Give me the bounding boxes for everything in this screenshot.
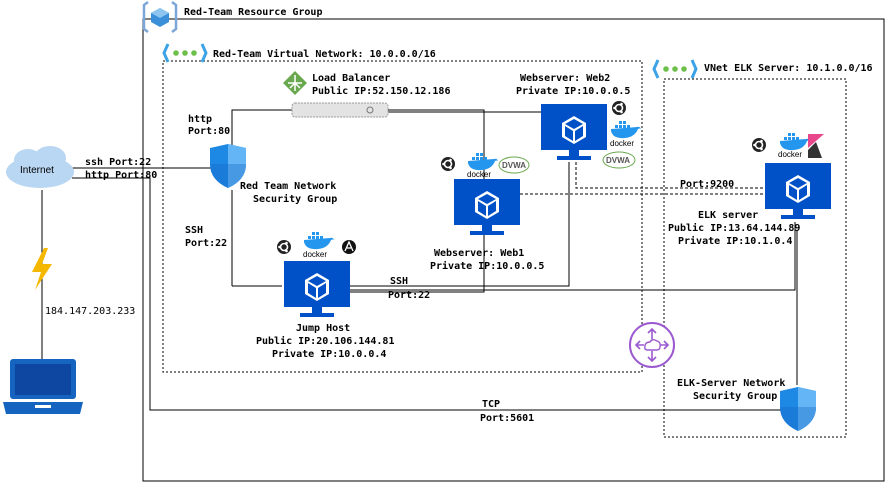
web2-docker-label: docker — [610, 139, 634, 148]
router-icon — [629, 322, 675, 368]
web1-server-icon — [454, 179, 520, 235]
jump-host-server-icon — [284, 261, 350, 317]
elk-vnet-label: VNet ELK Server: 10.1.0.0/16 — [704, 63, 873, 74]
internet-cloud-icon — [6, 146, 74, 188]
http-port80-label: http Port:80 — [85, 170, 157, 181]
resource-group-label: Red-Team Resource Group — [184, 7, 322, 18]
jump-host-name: Jump Host — [296, 323, 350, 334]
web1-name: Webserver: Web1 — [434, 248, 524, 259]
web1-docker-icon — [468, 153, 498, 171]
web1-dvwa-icon: DVWA — [498, 156, 530, 174]
ansible-icon — [342, 240, 356, 254]
port9200-label: Port:9200 — [680, 179, 734, 190]
ssh-label-2: SSH — [390, 276, 408, 287]
red-vnet-label: Red-Team Virtual Network: 10.0.0.0/16 — [213, 48, 436, 60]
jump-docker-icon — [304, 232, 334, 250]
elk-server-icon — [765, 163, 831, 219]
http-label: http — [188, 114, 212, 125]
elk-docker-label: docker — [778, 150, 802, 159]
elk-nsg-shield-icon — [780, 387, 816, 431]
lightning-bolt-icon — [32, 248, 52, 290]
port22-label-2: Port:22 — [388, 290, 430, 301]
web1-ubuntu-icon — [440, 156, 456, 172]
elk-vnet-icon — [652, 58, 698, 80]
jump-host-public-ip: Public IP:20.106.144.81 — [256, 335, 394, 347]
web2-ip: Private IP:10.0.0.5 — [516, 85, 630, 97]
elk-ubuntu-icon — [751, 137, 767, 153]
elk-server-name: ELK server — [698, 210, 758, 221]
load-balancer-name: Load Balancer — [312, 73, 390, 84]
elk-nsg-label-1: ELK-Server Network — [677, 378, 785, 389]
web1-ip: Private IP:10.0.0.5 — [430, 260, 544, 272]
port5601-label: Port:5601 — [480, 413, 534, 424]
kibana-icon — [808, 134, 824, 158]
red-vnet-icon — [162, 42, 208, 64]
load-balancer-device — [291, 102, 389, 118]
web2-name: Webserver: Web2 — [520, 73, 610, 84]
jump-host-private-ip: Private IP:10.0.0.4 — [272, 348, 386, 360]
laptop-icon — [3, 359, 83, 414]
web1-dvwa-label: DVWA — [502, 161, 526, 170]
port80-label: Port:80 — [188, 126, 230, 137]
resource-group-boundary — [142, 18, 885, 482]
web2-dvwa-label: DVWA — [606, 156, 630, 165]
elk-server-public-ip: Public IP:13.64.144.89 — [668, 222, 800, 234]
red-team-vnet-boundary — [162, 60, 643, 373]
web2-docker-icon — [611, 121, 641, 139]
red-nsg-label-2: Security Group — [253, 193, 337, 205]
internet-label: Internet — [20, 165, 54, 176]
web1-docker-label: docker — [467, 170, 491, 179]
red-nsg-label-1: Red Team Network — [240, 181, 336, 192]
jump-ubuntu-icon — [276, 239, 292, 255]
elk-server-private-ip: Private IP:10.1.0.4 — [678, 235, 792, 247]
ssh-port22-label: ssh Port:22 — [85, 157, 151, 168]
client-ip-label: 184.147.203.233 — [45, 306, 135, 317]
tcp-label: TCP — [482, 399, 500, 410]
port22-label: Port:22 — [185, 238, 227, 249]
resource-group-icon — [142, 1, 178, 33]
elk-vnet-boundary — [663, 78, 847, 438]
elk-docker-icon — [780, 133, 810, 151]
ssh-label: SSH — [185, 225, 203, 236]
load-balancer-icon — [283, 71, 307, 95]
elk-nsg-label-2: Security Group — [693, 390, 777, 402]
jump-docker-label: docker — [303, 250, 327, 259]
web2-ubuntu-icon — [611, 100, 627, 116]
web2-dvwa-icon: DVWA — [602, 151, 636, 169]
load-balancer-ip: Public IP:52.150.12.186 — [312, 85, 450, 97]
web2-server-icon — [541, 104, 607, 160]
